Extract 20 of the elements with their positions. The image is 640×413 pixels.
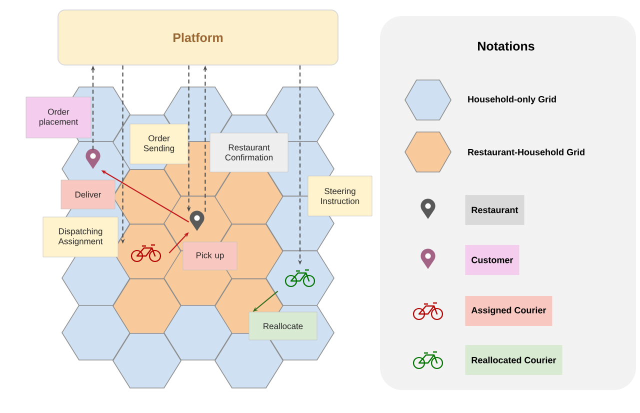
label-box: Pick up <box>182 242 238 270</box>
legend-text: Assigned Courier <box>465 296 552 326</box>
legend-text: Customer <box>465 245 520 275</box>
platform-box: Platform <box>58 10 338 66</box>
legend-text: Restaurant <box>465 195 524 225</box>
bicycle-icon <box>130 244 162 262</box>
legend-text: Reallocated Courier <box>465 345 562 375</box>
label-box: Order placement <box>26 96 92 138</box>
label-box: Dispatching Assignment <box>42 216 118 258</box>
label-box: Deliver <box>60 180 116 210</box>
bicycle-icon <box>284 269 316 288</box>
legend-text: Restaurant-Household Grid <box>468 148 584 156</box>
label-box: Steering Instruction <box>308 176 372 216</box>
label-box: Reallocate <box>248 312 318 340</box>
pin-icon <box>86 148 100 169</box>
legend-title: Notations <box>478 41 534 51</box>
label-box: Order Sending <box>130 124 188 164</box>
label-box: Restaurant Confirmation <box>210 132 288 172</box>
pin-icon <box>190 210 204 231</box>
legend-text: Household-only Grid <box>468 96 556 104</box>
